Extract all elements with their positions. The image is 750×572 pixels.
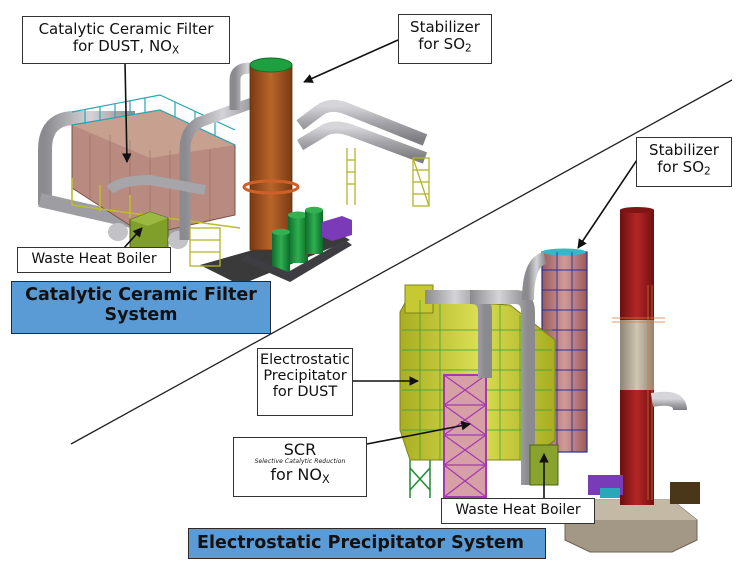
scr-reactor bbox=[443, 374, 487, 498]
label-waste-heat-boiler-top: Waste Heat Boiler bbox=[17, 247, 171, 273]
tank-1 bbox=[288, 215, 308, 263]
arrow-scr bbox=[366, 420, 471, 445]
chimney-inlet-duct bbox=[650, 391, 687, 411]
duct-middle-riser bbox=[179, 94, 262, 240]
base-rail bbox=[240, 240, 352, 282]
filter-handrails bbox=[71, 94, 236, 146]
label-waste-heat-boiler-bottom: Waste Heat Boiler bbox=[441, 498, 595, 524]
label-scr-fullname: Selective Catalytic Reduction bbox=[254, 457, 346, 465]
label-filter-line1: Catalytic Ceramic Filter bbox=[38, 20, 214, 38]
esp-legs bbox=[409, 460, 431, 498]
scr-bracing bbox=[443, 374, 487, 498]
arrow-stabilizer-bottom bbox=[577, 159, 638, 249]
ladder-right bbox=[412, 157, 430, 207]
tank-2 bbox=[305, 210, 323, 254]
label-stabilizer-bottom: Stabilizer for SO2 bbox=[636, 137, 732, 187]
chimney-red-upper bbox=[620, 210, 654, 320]
label-scr: SCR Selective Catalytic Reduction for NO… bbox=[233, 437, 367, 497]
stabilizer-top bbox=[249, 57, 293, 73]
duct-crossover bbox=[106, 174, 206, 195]
stair-tower bbox=[189, 227, 221, 267]
title-electrostatic-precipitator-system: Electrostatic Precipitator System bbox=[188, 528, 546, 559]
arrow-stabilizer-top bbox=[303, 39, 399, 83]
drum-left bbox=[108, 223, 128, 241]
absorber-top bbox=[542, 248, 586, 256]
chimney-red-lower bbox=[620, 390, 654, 505]
label-electrostatic-precipitator: Electrostatic Precipitator for DUST bbox=[257, 348, 353, 416]
duct-right-upper bbox=[296, 99, 428, 146]
label-stabilizer-top: Stabilizer for SO2 bbox=[398, 14, 492, 64]
ladder-middle bbox=[346, 148, 356, 205]
filter-roof bbox=[72, 110, 235, 158]
stabilizer-platform bbox=[242, 179, 300, 195]
title-catalytic-ceramic-filter-system: Catalytic Ceramic Filter System bbox=[11, 281, 271, 334]
tank-3 bbox=[272, 232, 290, 274]
duct-left-loop bbox=[38, 111, 135, 205]
duct-right-lower bbox=[296, 121, 428, 164]
chimney-ladder bbox=[612, 285, 665, 500]
label-catalytic-filter: Catalytic Ceramic Filter for DUST, NOX bbox=[22, 16, 230, 64]
absorber-inlet-duct bbox=[522, 252, 548, 301]
chimney-side-box bbox=[670, 482, 700, 504]
arrow-boiler-top bbox=[122, 227, 143, 250]
purple-equipment bbox=[322, 216, 352, 241]
chimney-gray-band bbox=[620, 320, 654, 390]
label-filter-line2: for DUST, NOX bbox=[72, 36, 180, 57]
esp-plant bbox=[399, 207, 700, 553]
arrow-filter bbox=[122, 61, 132, 163]
ceramic-filter-plant bbox=[38, 57, 430, 285]
divider-line bbox=[70, 79, 733, 445]
esp-downcomer bbox=[470, 290, 535, 485]
stabilizer-tower bbox=[249, 64, 293, 251]
